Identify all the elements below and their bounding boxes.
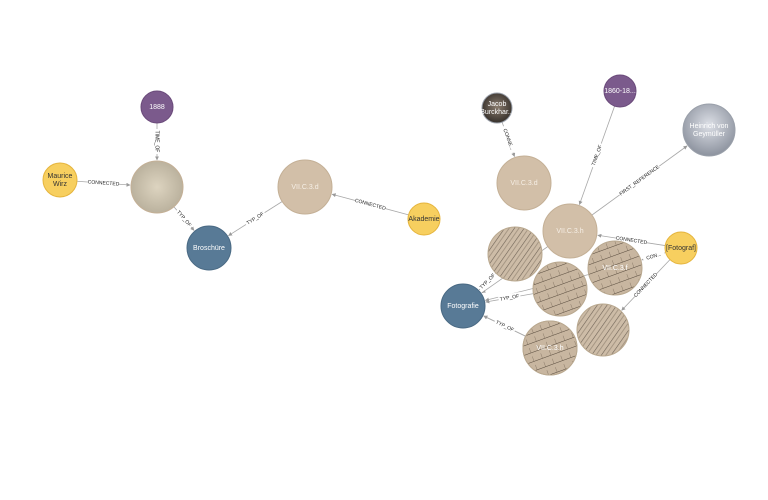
- node-label: Fotografie: [447, 303, 479, 310]
- node-circle[interactable]: [542, 203, 598, 259]
- node-label: 1860-18...: [604, 88, 636, 95]
- edge-label-first-reference: FIRST_REFERENCE: [618, 164, 661, 197]
- node-label: VII.C.3.f: [602, 265, 627, 272]
- node-circle[interactable]: [140, 90, 174, 124]
- edge-label-typ-of: TYP_OF: [499, 294, 519, 303]
- edge-label-background: [642, 249, 666, 264]
- node-1860-18[interactable]: 1860-18...: [603, 74, 637, 108]
- node-label-line: Wirz: [53, 181, 67, 188]
- edge-label-background: [354, 196, 387, 213]
- edge-label-group: CONNE...: [499, 124, 517, 154]
- edge-label-group: TYP_OF: [498, 292, 522, 304]
- edge-label-background: [173, 207, 195, 230]
- node-label: [Fotograf]: [666, 245, 696, 252]
- node-label: Broschüre: [193, 245, 225, 252]
- node-circle[interactable]: [576, 303, 630, 357]
- node-circle[interactable]: [496, 155, 552, 211]
- node-circle[interactable]: [440, 283, 486, 329]
- edge-label-background: [632, 271, 660, 300]
- edge-label-group: CON...: [642, 249, 666, 264]
- node-circle[interactable]: [682, 103, 736, 157]
- node-label: Akademie: [408, 216, 439, 223]
- edge-label-connected: CONNECTED: [354, 198, 387, 212]
- node-label-line: Heinrich von: [690, 123, 729, 130]
- edge-label-group: TIME_OF: [589, 142, 605, 169]
- edge-label-con: CON...: [646, 251, 662, 261]
- edge-label-background: [153, 129, 161, 154]
- node-circle[interactable]: [587, 240, 643, 296]
- node-label-line: Burckhar...: [480, 109, 514, 116]
- edge-label-typ-of: TYP_OF: [479, 273, 497, 291]
- edge-label-group: TYP_OF: [243, 209, 267, 228]
- edge-label-background: [476, 270, 499, 293]
- node-1888[interactable]: 1888: [140, 90, 174, 124]
- node-circle[interactable]: [664, 231, 698, 265]
- edge-label-background: [589, 142, 605, 169]
- node-vii-c-3-h[interactable]: VII.C.3.h: [522, 320, 578, 376]
- edge-label-group: CONNECTED: [87, 178, 120, 189]
- node-circle[interactable]: [130, 160, 184, 214]
- edge-label-background: [87, 178, 120, 189]
- node-label: VII.C.3.h: [536, 345, 563, 352]
- edge-label-group: TYP_OF: [493, 317, 517, 335]
- edge-label-connected: CONNECTED: [615, 235, 648, 246]
- edge-label-background: [617, 162, 662, 199]
- edge-label-background: [498, 292, 522, 304]
- edge-label-group: TIME_OF: [153, 129, 161, 154]
- edge-label-group: CONNECTED: [615, 234, 648, 247]
- node-akademie[interactable]: Akademie: [407, 202, 441, 236]
- node-nvii6[interactable]: [487, 226, 543, 282]
- node-fotografie[interactable]: Fotografie: [440, 283, 486, 329]
- node-circle[interactable]: [603, 74, 637, 108]
- edge-label-background: [493, 317, 517, 335]
- edge-label-group: FIRST_REFERENCE: [617, 162, 662, 199]
- node-circle[interactable]: [42, 162, 78, 198]
- node-circle[interactable]: [487, 226, 543, 282]
- node-label-line: Geymüller: [693, 131, 726, 138]
- edge-label-typ-of: TYP_OF: [246, 211, 266, 226]
- edge-label-conne: CONNE...: [501, 128, 514, 151]
- node-circle[interactable]: [532, 261, 588, 317]
- edge-label-background: [499, 124, 517, 154]
- node-nvii8[interactable]: [576, 303, 630, 357]
- node-circle[interactable]: [277, 159, 333, 215]
- edge-label-group: TYP_OF: [173, 207, 195, 230]
- edge-label-time-of: TIME_OF: [154, 131, 160, 153]
- edge-label-connected: CONNECTED: [87, 179, 119, 187]
- node-label: 1888: [149, 104, 165, 111]
- node-label-line: Jacob: [488, 101, 507, 108]
- edge-label-group: CONNECTED: [354, 196, 387, 213]
- node-brosch-re[interactable]: Broschüre: [186, 225, 232, 271]
- node-vii-c-3-d[interactable]: VII.C.3.d: [277, 159, 333, 215]
- node-nitem1[interactable]: [130, 160, 184, 214]
- node-label: VII.C.3.d: [291, 184, 318, 191]
- node-circle[interactable]: [186, 225, 232, 271]
- edge-label-background: [615, 234, 648, 247]
- node-fotograf[interactable]: [Fotograf]: [664, 231, 698, 265]
- node-nvii7[interactable]: [532, 261, 588, 317]
- node-label: VII.C.3.d: [510, 180, 537, 187]
- edge-label-background: [243, 209, 267, 228]
- node-label-line: Maurice: [48, 173, 73, 180]
- node-vii-c-3-f[interactable]: VII.C.3.f: [587, 240, 643, 296]
- node-label: VII.C.3.h: [556, 228, 583, 235]
- node-vii-c-3-h[interactable]: VII.C.3.h: [542, 203, 598, 259]
- node-vii-c-3-d[interactable]: VII.C.3.d: [496, 155, 552, 211]
- node-circle[interactable]: [481, 92, 513, 124]
- node-circle[interactable]: [522, 320, 578, 376]
- node-circle[interactable]: [407, 202, 441, 236]
